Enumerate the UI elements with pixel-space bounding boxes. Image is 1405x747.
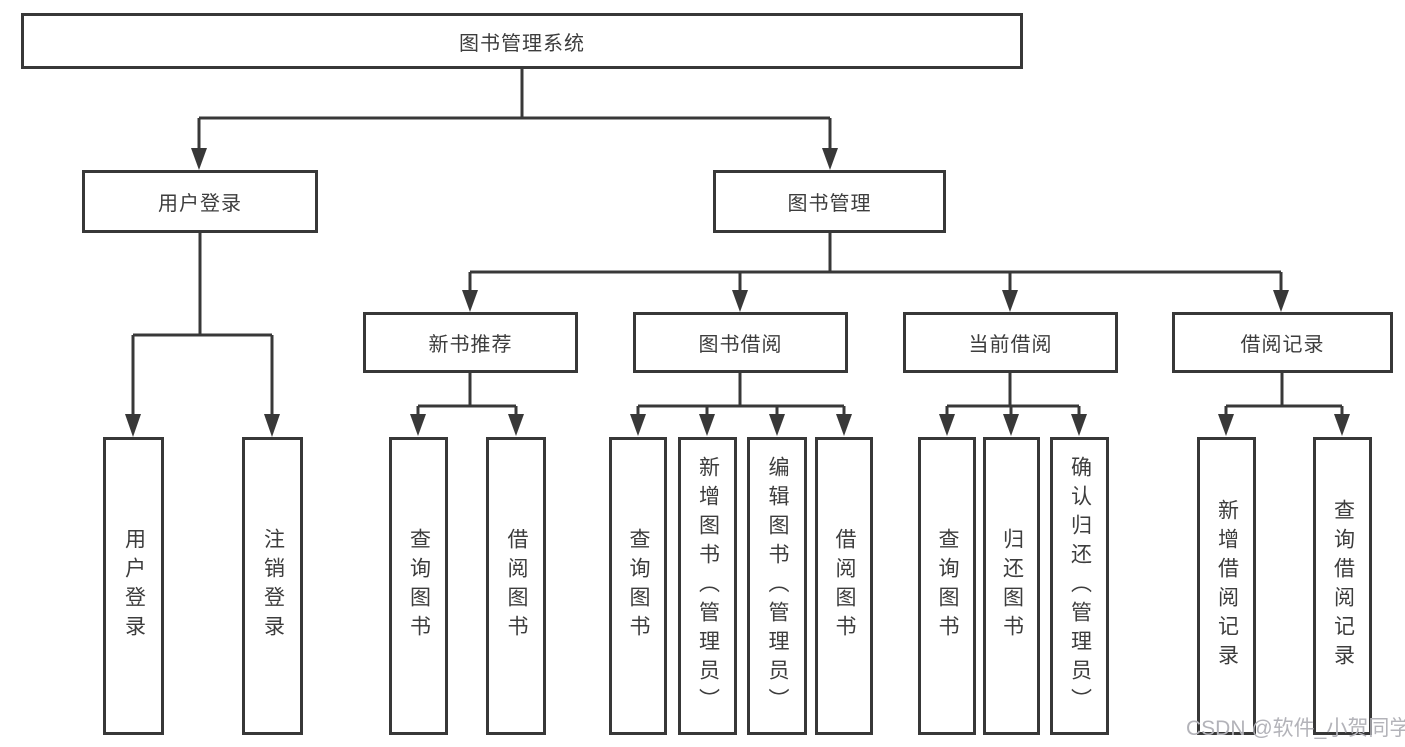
node-label: 查询图书 bbox=[627, 528, 650, 644]
connector-borrow-records-children bbox=[1218, 373, 1350, 436]
node-leaf-borrow-edit-books: 编辑图书（管理员） bbox=[747, 437, 807, 735]
node-label: 编辑图书（管理员） bbox=[766, 455, 789, 717]
node-leaf-rec-query-books: 查询图书 bbox=[389, 437, 448, 735]
node-leaf-borrow-borrow-books: 借阅图书 bbox=[815, 437, 873, 735]
node-label: 借阅图书 bbox=[833, 528, 856, 644]
node-label: 查询借阅记录 bbox=[1331, 499, 1355, 673]
node-label: 图书管理 bbox=[787, 193, 872, 215]
connector-book-borrow-children bbox=[630, 373, 852, 436]
connector-root-to-level2 bbox=[191, 69, 838, 170]
watermark: CSDN @软件_小贺同学 bbox=[1186, 717, 1405, 740]
node-label: 图书借阅 bbox=[698, 334, 783, 356]
node-label: 当前借阅 bbox=[968, 334, 1053, 356]
node-label: 确认归还（管理员） bbox=[1068, 455, 1092, 717]
node-label: 查询图书 bbox=[936, 528, 959, 644]
node-current-borrow: 当前借阅 bbox=[903, 312, 1118, 373]
node-leaf-current-confirm-return: 确认归还（管理员） bbox=[1050, 437, 1109, 735]
node-label: 新书推荐 bbox=[428, 334, 513, 356]
node-label: 图书管理系统 bbox=[459, 32, 585, 55]
node-leaf-current-query-books: 查询图书 bbox=[918, 437, 976, 735]
node-leaf-current-return-books: 归还图书 bbox=[983, 437, 1040, 735]
node-book-management: 图书管理 bbox=[713, 170, 946, 233]
node-book-borrow: 图书借阅 bbox=[633, 312, 848, 373]
connector-current-borrow-children bbox=[939, 373, 1087, 436]
node-label: 新增借阅记录 bbox=[1215, 499, 1239, 673]
connector-book-mgmt-children bbox=[462, 233, 1289, 312]
node-leaf-borrow-add-books: 新增图书（管理员） bbox=[678, 437, 737, 735]
node-label: 借阅图书 bbox=[505, 528, 528, 644]
node-leaf-records-query-record: 查询借阅记录 bbox=[1313, 437, 1372, 735]
node-leaf-user-login: 用户登录 bbox=[103, 437, 164, 735]
connector-new-book-rec-children bbox=[410, 373, 524, 436]
node-label: 用户登录 bbox=[158, 193, 242, 215]
node-new-book-recommend: 新书推荐 bbox=[363, 312, 578, 373]
connector-user-login-children bbox=[125, 233, 280, 437]
node-leaf-borrow-query-books: 查询图书 bbox=[609, 437, 667, 735]
node-leaf-records-add-record: 新增借阅记录 bbox=[1197, 437, 1256, 735]
node-label: 注销登录 bbox=[261, 528, 285, 644]
node-leaf-rec-borrow-books: 借阅图书 bbox=[486, 437, 546, 735]
node-label: 查询图书 bbox=[407, 528, 431, 644]
node-leaf-logout: 注销登录 bbox=[242, 437, 303, 735]
node-label: 借阅记录 bbox=[1240, 334, 1325, 356]
node-label: 用户登录 bbox=[122, 528, 146, 644]
node-library-system: 图书管理系统 bbox=[21, 13, 1023, 69]
node-label: 归还图书 bbox=[1000, 528, 1024, 644]
node-user-login: 用户登录 bbox=[82, 170, 318, 233]
node-label: 新增图书（管理员） bbox=[696, 455, 720, 717]
node-borrow-records: 借阅记录 bbox=[1172, 312, 1393, 373]
